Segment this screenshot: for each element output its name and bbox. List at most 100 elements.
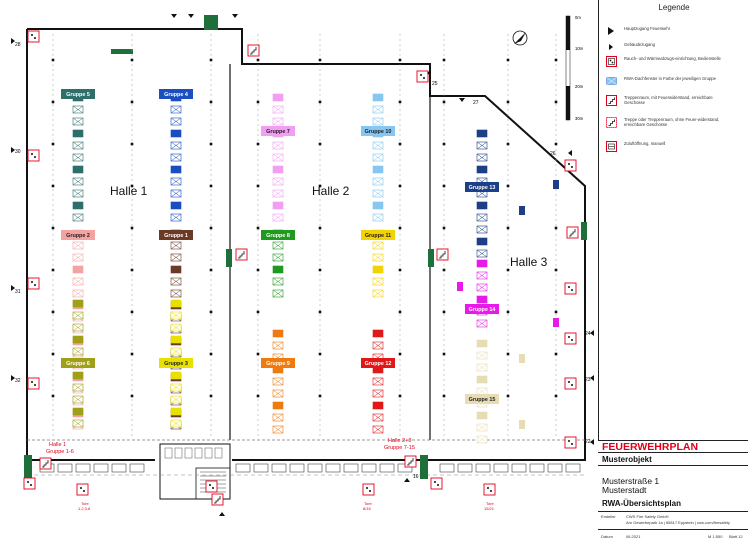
skylight-cross	[372, 413, 384, 422]
rwa-control-dot	[209, 484, 211, 486]
skylight	[372, 265, 384, 274]
skylight	[72, 201, 84, 210]
skylight-cross	[170, 383, 182, 392]
plan-labels: Halle 1 Halle 2 Halle 3 Halle 1 Gruppe 1…	[15, 15, 591, 511]
skylight-cross	[372, 253, 384, 262]
column-post	[318, 352, 322, 356]
divider	[598, 465, 748, 466]
skylight-cross	[170, 177, 182, 186]
dock-door	[111, 463, 127, 473]
wc-cell	[214, 447, 223, 459]
scale-bar-segment	[566, 16, 570, 50]
legend-text: Rauch- und Wärmeabzugs-einrichtung, Bedi…	[624, 56, 721, 61]
column-post	[398, 352, 402, 356]
entrance-icon	[590, 375, 594, 381]
main-access-icon	[605, 26, 617, 36]
column-post	[398, 184, 402, 188]
column-post	[554, 268, 558, 272]
column-post	[442, 226, 446, 230]
rwa-control-dot	[571, 339, 573, 341]
column-post	[130, 268, 134, 272]
rwa-control-dot	[31, 153, 33, 155]
column-post	[442, 394, 446, 398]
column-post	[209, 226, 213, 230]
column-post	[130, 142, 134, 146]
skylight-small	[519, 420, 525, 429]
entrance-icon	[568, 150, 572, 156]
column-post	[209, 100, 213, 104]
rwa-control-icon	[483, 483, 496, 496]
dock-door	[475, 463, 491, 473]
skylight	[170, 407, 182, 416]
skylight-cross	[72, 241, 84, 250]
column-post	[256, 352, 260, 356]
column-post	[442, 268, 446, 272]
dock-door	[75, 463, 91, 473]
skylight-cross	[72, 289, 84, 298]
column-post	[398, 310, 402, 314]
column-post	[209, 142, 213, 146]
skylight-cross	[476, 249, 488, 258]
rwa-control-dot	[568, 381, 570, 383]
stair-fire-icon	[566, 226, 579, 239]
column-post	[256, 100, 260, 104]
skylight-small	[519, 354, 525, 363]
skylight	[72, 371, 84, 380]
group-badge-label: Gruppe 7	[266, 129, 290, 135]
column-post	[506, 184, 510, 188]
rwa-control-icon	[564, 436, 577, 449]
entrance-icon	[232, 14, 238, 18]
group-badge-bg	[61, 358, 95, 368]
legend-item-entrance: Gebäudezugang	[605, 42, 734, 52]
dock-door	[93, 463, 109, 473]
door-label-1: Tore	[81, 501, 90, 506]
column-post	[506, 142, 510, 146]
column-post	[506, 58, 510, 62]
hall-2-label: Halle 2	[312, 184, 350, 198]
group-badge-bg	[361, 358, 395, 368]
column-post	[51, 268, 55, 272]
skylight-cross	[72, 105, 84, 114]
stair-steps	[42, 460, 49, 468]
skylight-cross	[72, 117, 84, 126]
legend-text: RWA-Dachfenster in Farbe der jeweiligen …	[624, 76, 716, 81]
column-post	[554, 100, 558, 104]
rwa-control-dot	[571, 384, 573, 386]
skylight	[272, 165, 284, 174]
column-post	[130, 184, 134, 188]
skylight-cross	[272, 177, 284, 186]
dock-door	[235, 463, 251, 473]
legend-item-rwa-control: Rauch- und Wärmeabzugs-einrichtung, Bedi…	[605, 55, 734, 67]
skylight	[170, 371, 182, 380]
rwa-control-dot	[80, 487, 82, 489]
skylight-cross	[476, 387, 488, 396]
skylight-cross	[372, 241, 384, 250]
column-post	[442, 58, 446, 62]
entrance-icon	[427, 70, 431, 76]
hall-3-label: Halle 3	[510, 255, 548, 269]
rwa-control-icon	[76, 483, 89, 496]
column-post	[209, 352, 213, 356]
entrance-30: 30	[15, 149, 21, 155]
group-badge-bg	[61, 230, 95, 240]
skylight-cross	[372, 277, 384, 286]
skylight-cross	[476, 319, 488, 328]
skylight	[72, 265, 84, 274]
rwa-control-icon	[564, 282, 577, 295]
rwa-control-icon	[564, 377, 577, 390]
rwa-control-icon	[23, 477, 36, 490]
rwa-control-dot	[420, 74, 422, 76]
rwa-control-icon	[605, 55, 617, 67]
skylight	[372, 165, 384, 174]
rwa-control-dot	[568, 336, 570, 338]
rwa-control-dot	[423, 77, 425, 79]
skylight-cross	[72, 213, 84, 222]
column-post	[506, 226, 510, 230]
dock-door	[529, 463, 545, 473]
skylight	[372, 93, 384, 102]
column-post	[318, 100, 322, 104]
control-left-line1: Halle 1	[49, 442, 66, 448]
door-label-2b: 8/15	[363, 506, 372, 511]
column-post	[256, 394, 260, 398]
column-post	[554, 352, 558, 356]
